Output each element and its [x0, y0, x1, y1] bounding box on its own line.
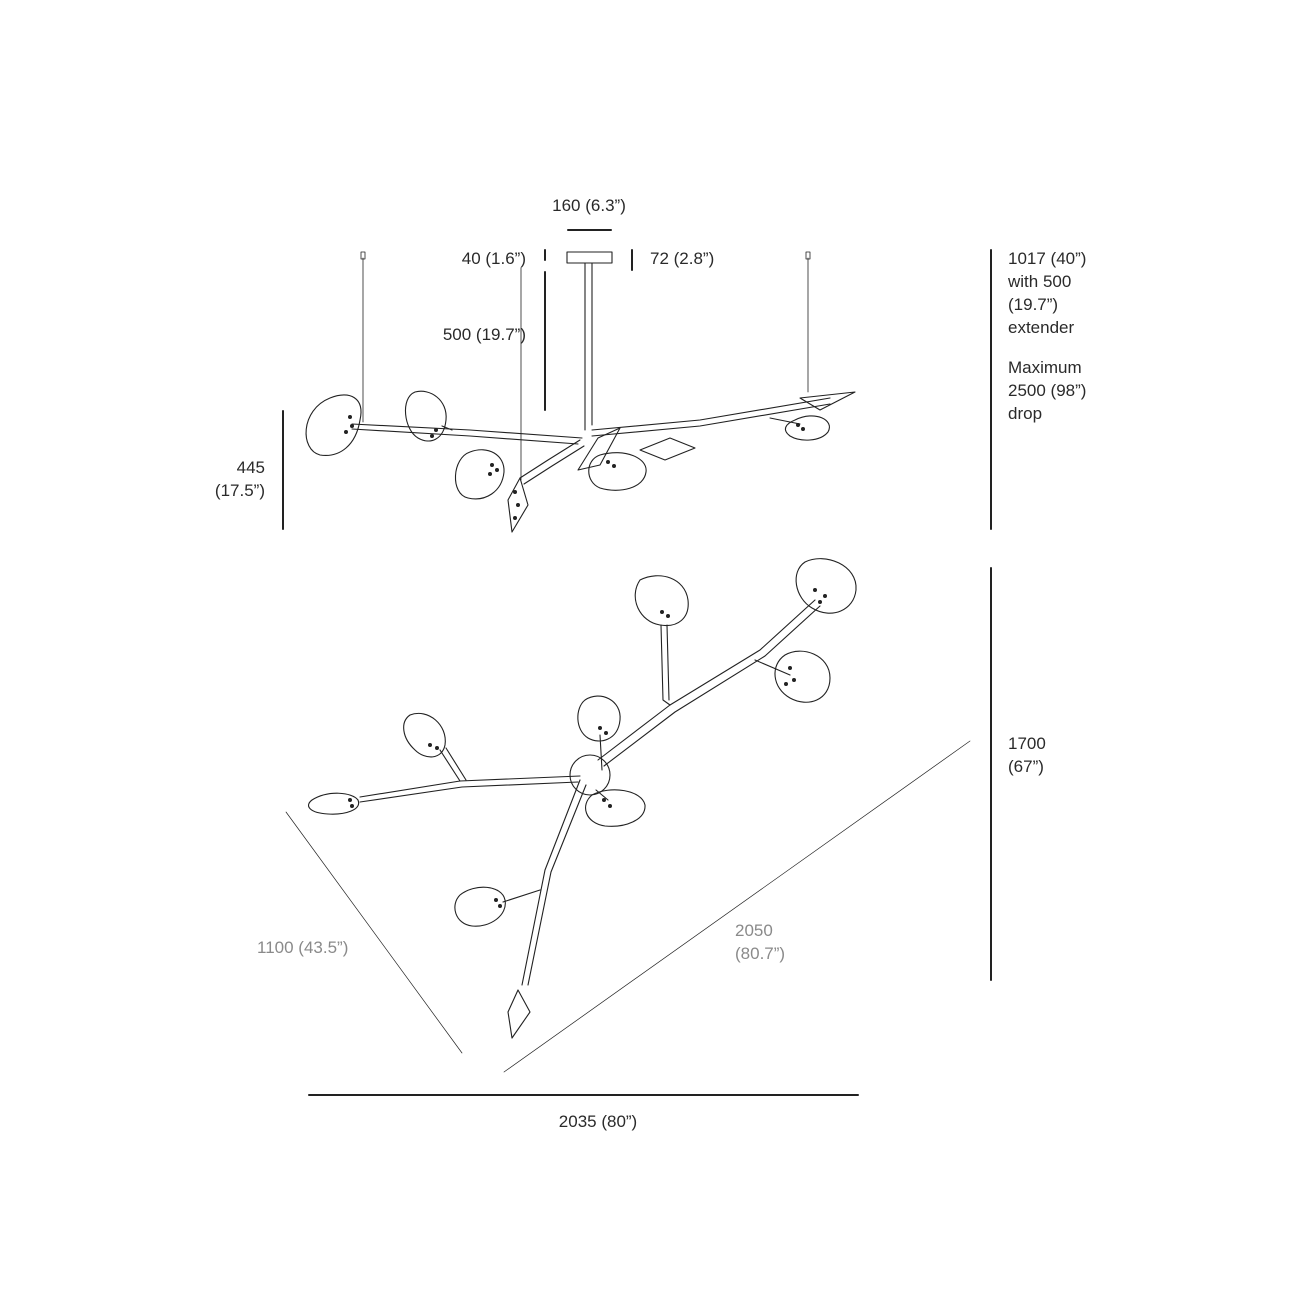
diagonal-short-label: 1100 (43.5”)	[257, 938, 349, 957]
leaf	[577, 427, 621, 471]
leaf	[799, 391, 856, 411]
shade	[308, 792, 360, 815]
shade	[784, 415, 830, 441]
canopy-height-label: 72 (2.8”)	[650, 249, 715, 268]
overall-drop-label: 1017 (40”) with 500 (19.7”) extender	[1008, 249, 1087, 337]
diagonal-short-dimension-line	[285, 811, 463, 1054]
shade	[454, 886, 506, 927]
stem-length-label: 500 (19.7”)	[442, 325, 526, 344]
shade	[634, 575, 689, 627]
fixture-height-label: 445 (17.5”)	[214, 458, 265, 500]
shade	[585, 789, 646, 827]
shade	[795, 558, 857, 614]
shade	[774, 650, 831, 703]
canopy-width-label: 160 (6.3”)	[552, 196, 626, 215]
canopy-thickness-label: 40 (1.6”)	[461, 249, 526, 268]
shade	[577, 695, 621, 742]
leaf	[507, 477, 529, 533]
plan-depth-label: 1700 (67”)	[1008, 734, 1046, 776]
maximum-drop-label: Maximum 2500 (98”) drop	[1008, 358, 1087, 423]
shade	[454, 449, 505, 500]
diagonal-long-label: 2050 (80.7”)	[735, 921, 786, 963]
shade	[305, 394, 362, 456]
shade	[404, 390, 447, 442]
leaf	[639, 437, 696, 461]
diagonal-long-dimension-line	[503, 740, 971, 1073]
elevation-view	[282, 229, 992, 533]
shade	[403, 712, 446, 758]
leaf	[507, 989, 531, 1039]
hub	[569, 754, 611, 796]
plan-view	[285, 558, 992, 1096]
overall-width-label: 2035 (80”)	[558, 1112, 638, 1131]
canopy	[566, 251, 613, 264]
shade	[588, 452, 647, 491]
